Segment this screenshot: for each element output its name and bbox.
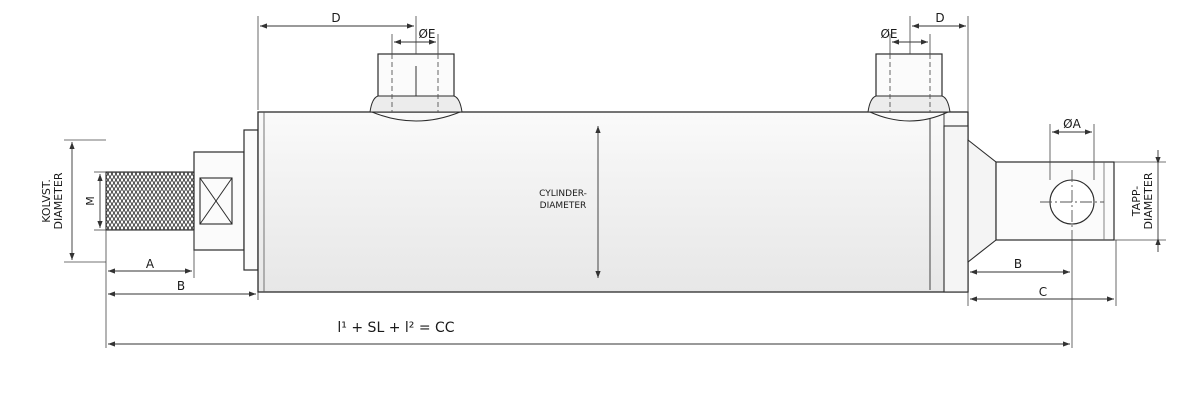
dim-m (94, 171, 106, 231)
dim-b-left (108, 291, 259, 300)
label-a-left: A (146, 257, 155, 271)
dim-a-left (105, 230, 195, 348)
rod-thread (105, 171, 195, 231)
clevis-cone (967, 138, 997, 264)
dim-tapp-diameter (1114, 150, 1166, 252)
cylinder-body (257, 111, 969, 293)
label-kolvst-diameter: DIAMETER (52, 172, 65, 229)
dim-b-right (967, 234, 1073, 348)
dim-e-left (391, 34, 439, 54)
gland-flange (243, 129, 259, 271)
rod-hex-diag-2 (199, 177, 233, 225)
label-cylinder: CYLINDER- (539, 189, 587, 199)
label-a-right: ØA (1063, 117, 1081, 131)
piston-rod-end (105, 129, 259, 271)
label-tapp: TAPP- (1130, 186, 1143, 217)
rod-shaft (193, 151, 245, 251)
label-b-right: B (1014, 257, 1022, 271)
port-left-saddle (371, 111, 461, 122)
port-left-weld (369, 95, 463, 113)
label-b-left: B (177, 279, 185, 293)
label-tapp-diameter: DIAMETER (1142, 172, 1155, 229)
label-kolvst: KOLVST. (40, 179, 53, 223)
label-e-left: ØE (418, 27, 435, 41)
label-cylinder-diameter: DIAMETER (540, 201, 587, 211)
dim-d-left (257, 16, 417, 110)
port-left (369, 53, 463, 122)
dim-a-right (1049, 124, 1095, 180)
label-formula: l¹ + SL + l² = CC (337, 320, 454, 336)
label-e-right: ØE (880, 27, 897, 41)
dim-d-right (909, 16, 969, 112)
dim-c-right (970, 240, 1117, 306)
rear-clevis (967, 138, 1115, 264)
label-d-right: D (935, 11, 944, 25)
port-right (867, 53, 951, 122)
cylinder-tube (257, 111, 969, 293)
rod-hex (199, 177, 233, 225)
port-right-weld (867, 95, 951, 113)
label-m: M (84, 196, 97, 206)
label-d-left: D (331, 11, 340, 25)
label-c-right: C (1039, 285, 1047, 299)
dim-kolvst-diameter (64, 139, 106, 263)
end-cap (943, 125, 969, 293)
port-right-saddle (869, 111, 949, 122)
